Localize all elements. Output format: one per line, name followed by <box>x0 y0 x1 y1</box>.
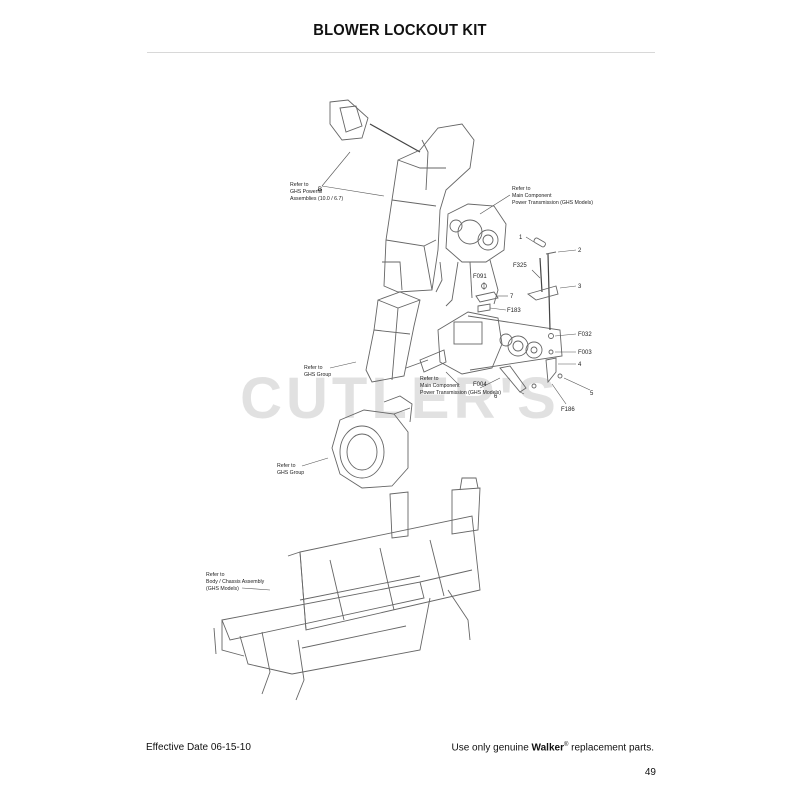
intake-chute <box>365 291 421 383</box>
blower-housing <box>331 395 413 489</box>
callout-5: 5 <box>590 391 594 397</box>
callout-2: 2 <box>578 248 582 254</box>
leader-lines <box>241 151 591 591</box>
callout-f003: F003 <box>578 350 592 356</box>
callout-1: 1 <box>519 235 523 241</box>
callout-f032: F032 <box>578 332 592 338</box>
page-title: BLOWER LOCKOUT KIT <box>313 22 487 39</box>
gearbox-lower <box>405 311 563 375</box>
callout-f325: F325 <box>513 263 527 269</box>
effective-date: Effective Date 06-15-10 <box>146 742 251 753</box>
lockout-kit-parts <box>475 237 563 393</box>
genuine-parts-post: replacement parts. <box>568 742 654 754</box>
registered-mark: ® <box>563 742 569 748</box>
refer-note-power-transmission-lower: Refer to Main Component Power Transmissi… <box>420 376 501 396</box>
callout-f091: F091 <box>473 274 487 280</box>
callout-f183: F183 <box>507 308 521 314</box>
refer-note-ghs-group-lower: Refer to GHS Group <box>277 463 304 476</box>
brand-name: Walker <box>531 742 564 754</box>
callout-f186: F186 <box>561 407 575 413</box>
callout-f004: F004 <box>473 382 487 388</box>
callout-4: 4 <box>578 362 582 368</box>
callout-3: 3 <box>578 284 582 290</box>
gearbox-upper <box>435 203 507 307</box>
page-number: 49 <box>644 767 656 778</box>
title-divider <box>147 52 655 53</box>
refer-note-power-transmission-upper: Refer to Main Component Power Transmissi… <box>512 186 593 206</box>
refer-note-body-chassis: Refer to Body / Chassis Assembly (GHS Mo… <box>206 572 266 592</box>
callout-b: B <box>318 187 322 193</box>
callout-7: 7 <box>510 294 514 300</box>
powerfill-chute <box>329 99 475 293</box>
genuine-parts-note: Use only genuine Walker® replacement par… <box>451 742 654 753</box>
chassis-frame <box>213 477 481 701</box>
refer-note-powerfill: Refer to GHS Powerfill Assemblies (10.0 … <box>290 182 343 202</box>
genuine-parts-pre: Use only genuine <box>451 742 532 754</box>
refer-note-ghs-group-upper: Refer to GHS Group <box>304 365 331 378</box>
callout-6: 6 <box>494 394 498 400</box>
